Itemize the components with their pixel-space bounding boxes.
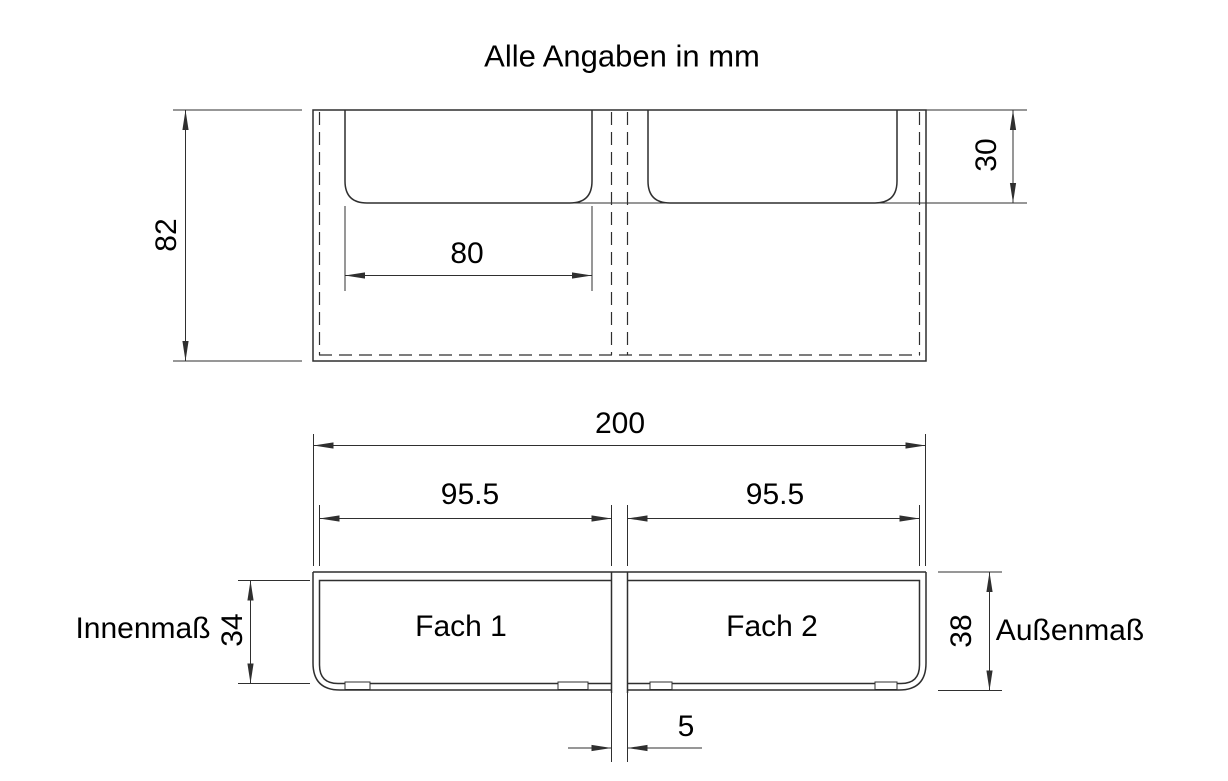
front-bottom-tabs <box>344 681 898 690</box>
front-view <box>312 571 927 693</box>
front-inner-outline-2 <box>627 579 921 685</box>
front-inner-outline-1 <box>318 579 612 685</box>
plan-view <box>312 109 927 362</box>
outer-dimension-label: Außenmaß <box>995 614 1145 647</box>
front-inner-width-right-dim-label: 95.5 <box>745 478 805 511</box>
plan-cutout-2-outline <box>647 110 898 204</box>
front-outer-height-dim-label: 38 <box>945 614 978 648</box>
compartment-1-label: Fach 1 <box>415 610 507 643</box>
inner-dimension-label: Innenmaß <box>75 612 211 645</box>
front-total-width-dim-label: 200 <box>594 407 646 440</box>
plan-dimensions <box>173 109 1027 362</box>
plan-outer-outline <box>312 109 927 362</box>
front-dimensions <box>238 434 1002 762</box>
plan-cutout-depth-dim-label: 30 <box>970 138 1003 172</box>
drawing-title: Alle Angaben in mm <box>484 38 760 74</box>
plan-cutout-1-outline <box>344 110 593 204</box>
plan-cutout-width-dim-label: 80 <box>450 237 484 270</box>
front-inner-width-left-dim-label: 95.5 <box>440 478 500 511</box>
front-inner-height-dim-label: 34 <box>216 613 249 647</box>
front-outer-outline <box>312 571 927 691</box>
divider-width-dim-label: 5 <box>677 710 695 743</box>
plan-hidden-edges <box>318 112 921 356</box>
compartment-2-label: Fach 2 <box>726 610 818 643</box>
plan-depth-dim-label: 82 <box>150 218 183 252</box>
